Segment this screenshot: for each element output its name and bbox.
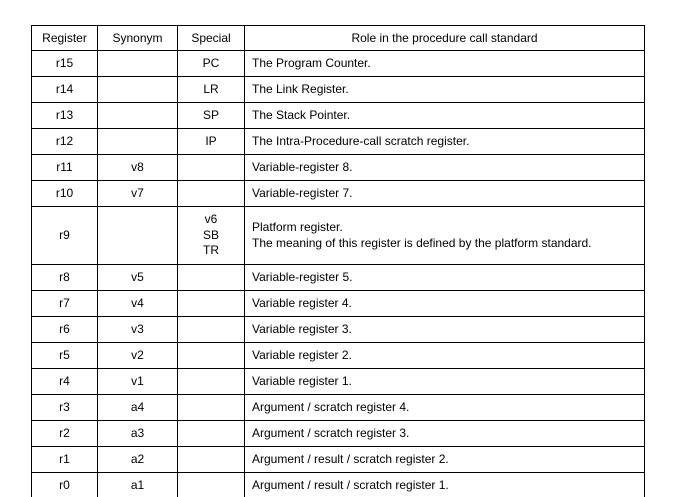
cell-synonym: a4: [97, 394, 178, 421]
column-header-synonym: Synonym: [97, 25, 178, 51]
table-header: Register Synonym Special Role in the pro…: [31, 25, 645, 51]
cell-role: Argument / result / scratch register 1.: [244, 472, 645, 497]
cell-special: [177, 154, 245, 181]
cell-special: [177, 394, 245, 421]
cell-special: SP: [177, 102, 245, 129]
cell-register: r5: [31, 342, 98, 369]
table-row: r1 a2 Argument / result / scratch regist…: [31, 446, 645, 473]
cell-register: r9: [31, 206, 98, 265]
cell-role: Argument / scratch register 3.: [244, 420, 645, 447]
special-line: SB: [202, 227, 219, 242]
cell-register: r0: [31, 472, 98, 497]
table-row: r7 v4 Variable register 4.: [31, 290, 645, 317]
cell-special: IP: [177, 128, 245, 155]
role-line: Platform register.: [252, 220, 343, 234]
cell-synonym: v4: [97, 290, 178, 317]
column-header-register: Register: [31, 25, 98, 51]
cell-synonym: v7: [97, 180, 178, 207]
cell-synonym: a1: [97, 472, 178, 497]
table-row: r13 SP The Stack Pointer.: [31, 102, 645, 129]
cell-register: r6: [31, 316, 98, 343]
cell-synonym: [97, 76, 178, 103]
cell-synonym: v8: [97, 154, 178, 181]
table-row: r5 v2 Variable register 2.: [31, 342, 645, 369]
cell-register: r1: [31, 446, 98, 473]
cell-register: r3: [31, 394, 98, 421]
cell-synonym: [97, 50, 178, 77]
table-row: r11 v8 Variable-register 8.: [31, 154, 645, 181]
table-body: r15 PC The Program Counter. r14 LR The L…: [31, 50, 645, 497]
cell-role: Variable-register 5.: [244, 264, 645, 291]
cell-register: r13: [31, 102, 98, 129]
table-row: r12 IP The Intra-Procedure-call scratch …: [31, 128, 645, 155]
cell-synonym: a3: [97, 420, 178, 447]
cell-register: r11: [31, 154, 98, 181]
table-row: r2 a3 Argument / scratch register 3.: [31, 420, 645, 447]
table-row: r6 v3 Variable register 3.: [31, 316, 645, 343]
cell-role: The Intra-Procedure-call scratch registe…: [244, 128, 645, 155]
table-header-row: Register Synonym Special Role in the pro…: [31, 25, 645, 51]
table-row: r9 v6 SB TR Platform register. The meani…: [31, 206, 645, 265]
cell-special: [177, 180, 245, 207]
cell-special: [177, 420, 245, 447]
column-header-role: Role in the procedure call standard: [244, 25, 645, 51]
cell-register: r12: [31, 128, 98, 155]
cell-special: [177, 368, 245, 395]
cell-role: The Stack Pointer.: [244, 102, 645, 129]
cell-role: Platform register. The meaning of this r…: [244, 206, 645, 265]
cell-register: r14: [31, 76, 98, 103]
cell-special: [177, 472, 245, 497]
cell-synonym: [97, 206, 178, 265]
table-row: r4 v1 Variable register 1.: [31, 368, 645, 395]
cell-special: PC: [177, 50, 245, 77]
cell-synonym: v1: [97, 368, 178, 395]
cell-role: The Link Register.: [244, 76, 645, 103]
table-row: r3 a4 Argument / scratch register 4.: [31, 394, 645, 421]
register-role-table: Register Synonym Special Role in the pro…: [31, 25, 645, 497]
cell-register: r2: [31, 420, 98, 447]
cell-special: [177, 290, 245, 317]
cell-synonym: [97, 128, 178, 155]
cell-special: v6 SB TR: [177, 206, 245, 265]
cell-register: r7: [31, 290, 98, 317]
special-line: TR: [203, 243, 219, 258]
cell-synonym: [97, 102, 178, 129]
cell-synonym: v5: [97, 264, 178, 291]
table-row: r14 LR The Link Register.: [31, 76, 645, 103]
column-header-special: Special: [177, 25, 245, 51]
table-row: r8 v5 Variable-register 5.: [31, 264, 645, 291]
cell-register: r15: [31, 50, 98, 77]
cell-register: r4: [31, 368, 98, 395]
table-row: r0 a1 Argument / result / scratch regist…: [31, 472, 645, 497]
special-line: v6: [204, 212, 218, 227]
cell-role: Variable register 3.: [244, 316, 645, 343]
table-row: r15 PC The Program Counter.: [31, 50, 645, 77]
role-line: The meaning of this register is defined …: [252, 235, 592, 250]
cell-role: Variable-register 7.: [244, 180, 645, 207]
cell-register: r8: [31, 264, 98, 291]
cell-role: Variable register 2.: [244, 342, 645, 369]
cell-register: r10: [31, 180, 98, 207]
table-row: r10 v7 Variable-register 7.: [31, 180, 645, 207]
cell-role: Variable register 4.: [244, 290, 645, 317]
cell-role: The Program Counter.: [244, 50, 645, 77]
cell-special: LR: [177, 76, 245, 103]
cell-special: [177, 446, 245, 473]
cell-synonym: v2: [97, 342, 178, 369]
cell-role: Argument / scratch register 4.: [244, 394, 645, 421]
cell-special: [177, 316, 245, 343]
cell-role: Variable-register 8.: [244, 154, 645, 181]
cell-role: Variable register 1.: [244, 368, 645, 395]
cell-synonym: v3: [97, 316, 178, 343]
cell-synonym: a2: [97, 446, 178, 473]
cell-special: [177, 264, 245, 291]
cell-special: [177, 342, 245, 369]
cell-role: Argument / result / scratch register 2.: [244, 446, 645, 473]
